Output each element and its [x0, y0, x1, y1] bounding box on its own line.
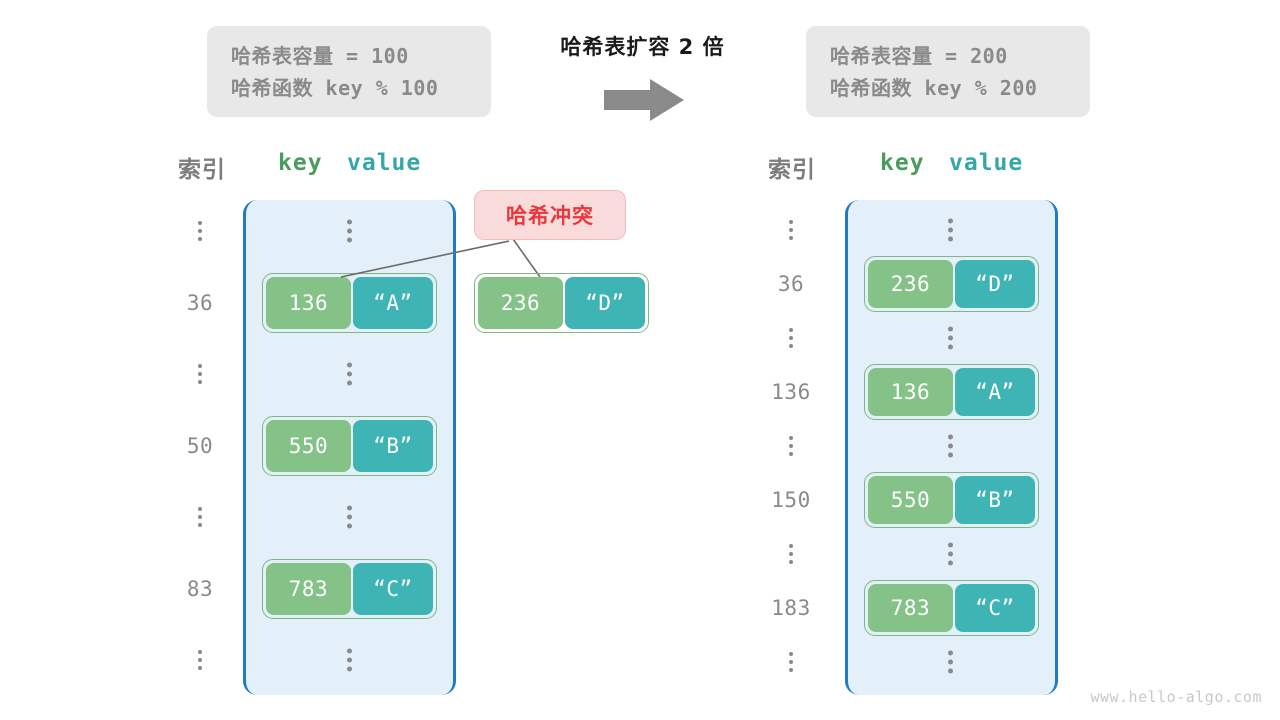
index-ellipsis — [190, 507, 210, 527]
before-value-header: value — [347, 150, 422, 176]
kv-pair[interactable]: 136“A” — [864, 364, 1039, 420]
detached-kv-pair[interactable]: 236 “D” — [474, 273, 649, 333]
collision-badge: 哈希冲突 — [474, 190, 626, 240]
index-ellipsis — [781, 544, 801, 564]
kv-pair[interactable]: 236“D” — [864, 256, 1039, 312]
index-label: 50 — [186, 433, 214, 458]
index-ellipsis — [190, 221, 210, 241]
before-key-header: key — [278, 150, 323, 176]
index-ellipsis — [781, 220, 801, 240]
after-key-header: key — [880, 150, 925, 176]
after-capacity-line: 哈希表容量 = 200 — [830, 44, 1008, 68]
index-label: 136 — [771, 380, 811, 404]
value-cell: “C” — [954, 584, 1035, 632]
index-ellipsis — [190, 650, 210, 670]
bucket-ellipsis — [940, 650, 960, 674]
kv-pair[interactable]: 783“C” — [864, 580, 1039, 636]
value-cell: “B” — [954, 476, 1035, 524]
bucket-ellipsis — [940, 326, 960, 350]
index-ellipsis — [190, 364, 210, 384]
expand-caption: 哈希表扩容 2 倍 — [560, 35, 725, 59]
right-arrow-icon — [604, 79, 684, 121]
bucket-ellipsis — [940, 542, 960, 566]
index-ellipsis — [781, 652, 801, 672]
key-cell: 550 — [266, 419, 351, 472]
kv-pair[interactable]: 136“A” — [262, 272, 437, 333]
value-cell: “A” — [352, 276, 433, 329]
key-cell: 136 — [266, 276, 351, 329]
key-cell: 783 — [266, 562, 351, 615]
before-capacity-line: 哈希表容量 = 100 — [231, 44, 409, 68]
bucket-ellipsis — [339, 648, 359, 672]
detached-value-cell: “D” — [564, 277, 645, 329]
kv-pair[interactable]: 783“C” — [262, 558, 437, 619]
kv-pair[interactable]: 550“B” — [262, 415, 437, 476]
index-label: 36 — [186, 290, 214, 315]
before-hash-function-line: 哈希函数 key % 100 — [231, 76, 439, 100]
bucket-ellipsis — [940, 434, 960, 458]
bucket-ellipsis — [339, 362, 359, 386]
detached-key-cell: 236 — [478, 277, 563, 329]
bucket-ellipsis — [940, 218, 960, 242]
before-info-box: 哈希表容量 = 100 哈希函数 key % 100 — [207, 26, 491, 117]
index-ellipsis — [781, 436, 801, 456]
key-cell: 783 — [868, 584, 953, 632]
watermark: www.hello-algo.com — [1090, 688, 1262, 706]
bucket-ellipsis — [339, 219, 359, 243]
index-label: 83 — [186, 576, 214, 601]
after-index-header: 索引 — [768, 157, 816, 183]
value-cell: “A” — [954, 368, 1035, 416]
value-cell: “C” — [352, 562, 433, 615]
after-info-box: 哈希表容量 = 200 哈希函数 key % 200 — [806, 26, 1090, 117]
before-index-header: 索引 — [178, 157, 226, 183]
index-label: 150 — [771, 488, 811, 512]
after-hash-function-line: 哈希函数 key % 200 — [830, 76, 1038, 100]
kv-pair[interactable]: 550“B” — [864, 472, 1039, 528]
after-value-header: value — [949, 150, 1024, 176]
key-cell: 136 — [868, 368, 953, 416]
key-cell: 236 — [868, 260, 953, 308]
bucket-ellipsis — [339, 505, 359, 529]
index-ellipsis — [781, 328, 801, 348]
index-label: 183 — [771, 596, 811, 620]
index-label: 36 — [777, 272, 805, 296]
key-cell: 550 — [868, 476, 953, 524]
value-cell: “D” — [954, 260, 1035, 308]
value-cell: “B” — [352, 419, 433, 472]
